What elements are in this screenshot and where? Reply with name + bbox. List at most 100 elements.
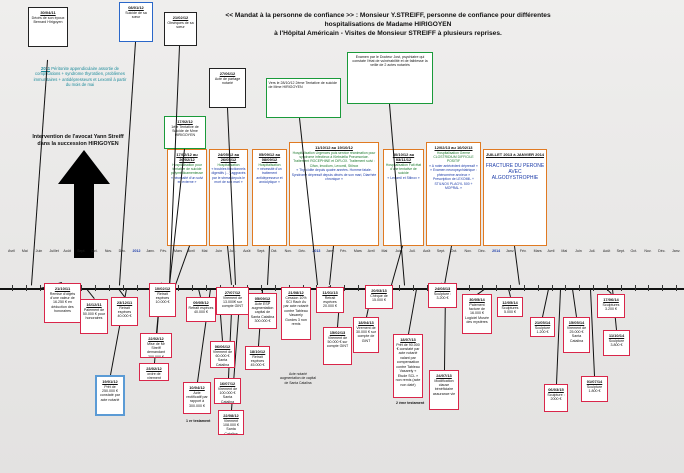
event-text: Examen par le Docteur Jost, psychiatre q…: [352, 54, 428, 68]
month-label: Mars: [353, 249, 362, 253]
connector-line: [408, 289, 418, 335]
money-date: 20/03/13: [371, 287, 387, 293]
money-date: 18/10/12: [249, 348, 266, 354]
title-line-2: à l'Hôpital Américain - Visites de Monsi…: [274, 29, 502, 37]
month-label: Janv.: [506, 249, 515, 253]
month-label: Mai: [21, 249, 28, 253]
month-label: Déc.: [298, 249, 306, 253]
money-date: 06/06/12: [214, 343, 231, 349]
month-label: Sept.: [257, 249, 266, 253]
month-tick: [205, 285, 207, 291]
first-testament-label: 1 er testament: [186, 419, 211, 423]
money-date: 21/08/12: [288, 289, 304, 295]
month-label: 2014: [492, 249, 501, 253]
connector-line: [556, 289, 562, 385]
money-text: Retrait espèces 40.000 €: [188, 305, 214, 314]
month-label: Avril: [547, 249, 555, 253]
month-label: Sept.: [616, 249, 626, 253]
month-tick: [413, 285, 415, 291]
month-label: Août: [423, 249, 431, 253]
money-date: 19/01/12: [102, 378, 118, 384]
hospital-note: « A noter antécédent dépressif » « Exame…: [429, 163, 478, 191]
money-text: Virement de 25.000 € Santa Catalina: [566, 325, 587, 343]
money-date: 18/04/13: [358, 319, 374, 325]
month-label: Août: [63, 249, 71, 253]
money-text: Sculpture 1.200 €: [534, 325, 551, 334]
month-label: Déc.: [118, 249, 127, 253]
month-label: Août: [602, 249, 611, 253]
connector-line: [266, 245, 270, 285]
hospital-date: JUILLET 2013 à JANVIER 2014: [485, 151, 545, 157]
money-date: 18/07/13: [400, 336, 416, 342]
month-tick: [551, 285, 553, 291]
month-label: Juil.: [409, 249, 416, 253]
money-date: 11/01/13: [322, 289, 338, 295]
money-text: Virement de 60.000 € Santa Catalina: [212, 349, 233, 367]
event-text: Vers le 28/10/12 2ème Tentative de suici…: [268, 80, 337, 89]
month-label: Avril: [187, 249, 195, 253]
money-date: 11/10/14: [608, 332, 625, 338]
money-date: 16/07/12: [219, 380, 236, 386]
hospital-title: Hospitalisation Urgences puis service ré…: [292, 150, 376, 168]
event-text: Acte de partage notarié: [214, 76, 241, 85]
hospital-date: 30/10/12 au 03/11/12: [392, 151, 415, 162]
month-label: Mai: [201, 249, 208, 253]
month-tick: [261, 285, 262, 291]
month-tick: [510, 285, 511, 291]
event-sister-funeral: 21/02/12 Obsèques de sa sœur: [164, 12, 197, 46]
month-label: Mars: [533, 249, 542, 253]
event-text: Obsèques de sa sœur: [167, 20, 194, 29]
money-text: Sculpture 1.800 €: [586, 384, 603, 393]
month-tick: [122, 285, 124, 291]
month-label: Nov.: [284, 249, 292, 253]
up-arrow-icon: [58, 150, 110, 258]
month-label: Déc.: [658, 249, 666, 253]
hospital-box-nov-2012: 30/10/12 au 03/11/12 Hospitalisation Fai…: [383, 149, 424, 246]
month-label: Nov.: [464, 249, 472, 253]
month-label: Déc.: [478, 249, 486, 253]
lawyer-intervention-note: Intervention de l'avocat Yann Streiff da…: [32, 134, 124, 147]
month-tick: [496, 285, 498, 291]
month-label: Janv.: [672, 249, 681, 253]
month-label: Oct.: [630, 249, 638, 253]
money-text: Prêt de 250.000 € constaté par acte nota…: [100, 384, 120, 402]
hospital-date: 12/02/13 au 16/02/13: [434, 144, 473, 150]
hospital-note: « nécessité d'un suivi en externe »: [170, 175, 204, 185]
hospital-date: 17/02/12 au 26/02/12: [176, 151, 198, 162]
hospital-title: Hospitalisation Fait état d'une tentativ…: [385, 162, 422, 176]
money-date: 15/02/13: [329, 329, 346, 335]
month-tick: [606, 285, 608, 291]
money-text: Acte rectificatif par rapport à 300.000 …: [186, 390, 208, 408]
connector-line: [590, 288, 596, 376]
event-husband-death: 30/04/11 Décès de son époux Bernard Hiri…: [28, 7, 68, 47]
money-text: Retrait espèces 45.000 €: [250, 354, 265, 368]
title-line-1: << Mandat à la personne de confiance >> …: [225, 12, 551, 28]
month-tick: [399, 285, 401, 291]
money-text: Acte ESP augmentation capital de Santa C…: [250, 301, 275, 324]
money-date: 27/07/12: [224, 289, 241, 295]
second-testament-label: 2 ème testament: [396, 401, 425, 405]
hospital-box-jul-2013: JUILLET 2013 à JANVIER 2014 FRACTURE DU …: [483, 149, 547, 246]
month-tick: [427, 285, 428, 291]
money-date: 30/05/14: [469, 296, 485, 302]
money-date: 06/03/15: [548, 386, 564, 392]
month-tick: [676, 285, 677, 291]
month-label: Janv.: [326, 249, 335, 253]
money-text: Modification clause bénéficiaire assuran…: [432, 378, 456, 396]
money-text: Cession 10% SCI Rach Av par acte notarié…: [283, 295, 309, 327]
event-date: 17/02/12: [177, 118, 193, 124]
connector-line: [542, 289, 550, 318]
month-tick: [25, 285, 27, 291]
